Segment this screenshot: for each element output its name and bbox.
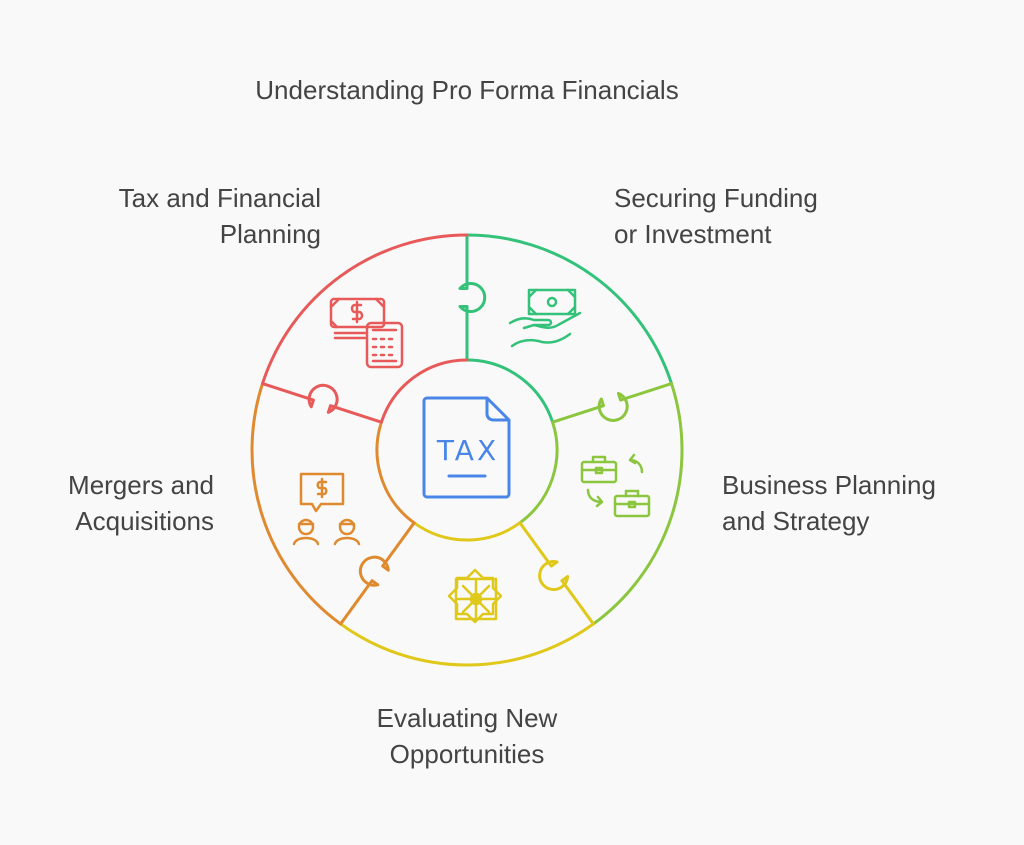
segment-money-hand bbox=[458, 233, 673, 424]
outer-arc bbox=[250, 382, 343, 626]
label-line: Mergers and bbox=[68, 470, 214, 500]
label-tax-planning: Tax and Financial Planning bbox=[119, 180, 321, 252]
segment-money-calculator bbox=[261, 233, 469, 424]
people-dollar-icon bbox=[292, 472, 361, 546]
segment-people-dollar bbox=[250, 382, 416, 626]
money-hand-icon bbox=[508, 288, 582, 348]
label-securing-funding: Securing Funding or Investment bbox=[614, 180, 818, 252]
puzzle-edge bbox=[339, 521, 416, 626]
segment-star-pattern bbox=[339, 521, 595, 667]
outer-arc bbox=[591, 382, 684, 626]
inner-arc bbox=[518, 420, 559, 525]
label-line: Business Planning bbox=[722, 470, 936, 500]
label-evaluating-opportunities: Evaluating New Opportunities bbox=[362, 700, 572, 772]
money-calculator-icon bbox=[329, 297, 404, 369]
briefcase-exchange-icon bbox=[580, 453, 651, 518]
inner-arc bbox=[465, 358, 555, 424]
label-line: or Investment bbox=[614, 219, 772, 249]
inner-arc bbox=[375, 420, 416, 525]
outer-arc bbox=[261, 233, 469, 386]
label-business-planning: Business Planning and Strategy bbox=[722, 467, 936, 539]
inner-arc bbox=[412, 521, 522, 542]
label-line: Opportunities bbox=[389, 739, 545, 769]
label-line: Securing Funding bbox=[614, 183, 818, 213]
diagram-title: Understanding Pro Forma Financials bbox=[255, 75, 679, 105]
inner-arc bbox=[379, 358, 469, 424]
segment-briefcase-exchange bbox=[518, 382, 684, 626]
label-line: Acquisitions bbox=[75, 506, 214, 536]
puzzle-edge bbox=[518, 521, 595, 626]
puzzle-edge bbox=[261, 382, 383, 424]
tax-document-icon: TAX bbox=[422, 396, 511, 499]
puzzle-edge bbox=[458, 233, 487, 362]
label-line: Evaluating New bbox=[376, 703, 558, 733]
label-mergers: Mergers and Acquisitions bbox=[68, 467, 214, 539]
outer-arc bbox=[465, 233, 673, 386]
label-line: Planning bbox=[219, 219, 321, 249]
label-line: Tax and Financial bbox=[118, 183, 321, 213]
center-label: TAX bbox=[436, 434, 499, 467]
label-line: and Strategy bbox=[722, 506, 870, 536]
puzzle-edge bbox=[551, 382, 673, 424]
outer-arc bbox=[339, 622, 595, 667]
star-pattern-icon bbox=[447, 568, 503, 624]
